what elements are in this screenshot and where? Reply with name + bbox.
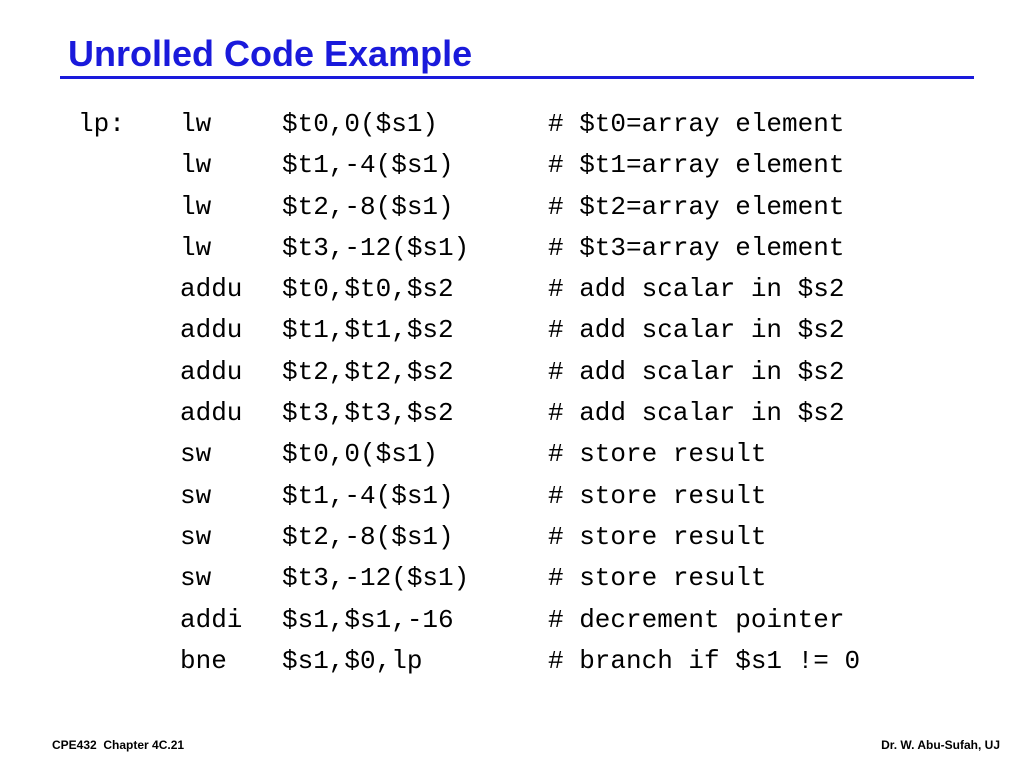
code-label [78, 145, 180, 186]
code-line: lw $t2,-8($s1) # $t2=array element [78, 187, 860, 228]
code-opcode: lw [180, 232, 212, 263]
code-operands: $t3,$t3,$s2 [282, 398, 454, 429]
code-operands: $t0,$t0,$s2 [282, 274, 454, 305]
code-opcode: addu [180, 274, 243, 305]
code-line: lw $t1,-4($s1) # $t1=array element [78, 145, 860, 186]
code-line: addu $t2,$t2,$s2 # add scalar in $s2 [78, 352, 860, 393]
code-opcode: lw [180, 109, 212, 139]
code-label [78, 517, 180, 558]
code-line: addu $t1,$t1,$s2 # add scalar in $s2 [78, 310, 860, 351]
slide-title: Unrolled Code Example [68, 33, 473, 74]
code-label [78, 269, 180, 310]
code-operands: $t0,0($s1) [282, 109, 439, 139]
code-operands: $s1,$s1,-16 [282, 604, 454, 635]
code-opcode: addi [180, 604, 243, 635]
code-label [78, 228, 180, 269]
code-line: sw $t1,-4($s1) # store result [78, 476, 860, 517]
code-comment: # branch if $s1 != 0 [548, 645, 861, 676]
code-operands: $s1,$0,lp [282, 645, 423, 676]
code-comment: # store result [548, 521, 767, 552]
title-bar: Unrolled Code Example [60, 30, 974, 79]
code-line: sw $t3,-12($s1) # store result [78, 558, 860, 599]
code-label: lp: [78, 109, 125, 139]
code-line: sw $t0,0($s1) # store result [78, 434, 860, 475]
code-comment: # add scalar in $s2 [548, 274, 845, 305]
code-operands: $t0,0($s1) [282, 439, 439, 470]
code-label [78, 641, 180, 682]
code-line: addu $t3,$t3,$s2 # add scalar in $s2 [78, 393, 860, 434]
code-opcode: addu [180, 398, 243, 429]
code-label [78, 310, 180, 351]
code-comment: # $t2=array element [548, 191, 845, 222]
code-operands: $t2,-8($s1) [282, 191, 454, 222]
code-operands: $t2,$t2,$s2 [282, 356, 454, 387]
code-label [78, 476, 180, 517]
code-opcode: addu [180, 356, 243, 387]
code-opcode: sw [180, 521, 212, 552]
code-comment: # store result [548, 439, 767, 470]
code-opcode: sw [180, 480, 212, 511]
code-opcode: lw [180, 191, 212, 222]
code-line: lp: lw $t0,0($s1) # $t0=array element [78, 104, 860, 145]
code-line: addu $t0,$t0,$s2 # add scalar in $s2 [78, 269, 860, 310]
code-operands: $t1,-4($s1) [282, 480, 454, 511]
code-operands: $t1,-4($s1) [282, 150, 454, 181]
code-comment: # add scalar in $s2 [548, 315, 845, 346]
code-opcode: sw [180, 563, 212, 594]
code-operands: $t3,-12($s1) [282, 232, 470, 263]
code-comment: # $t1=array element [548, 150, 845, 181]
code-comment: # $t0=array element [548, 109, 845, 139]
code-comment: # $t3=array element [548, 232, 845, 263]
code-label [78, 558, 180, 599]
code-comment: # store result [548, 563, 767, 594]
code-line: bne $s1,$0,lp # branch if $s1 != 0 [78, 641, 860, 682]
code-opcode: bne [180, 645, 227, 676]
code-comment: # add scalar in $s2 [548, 398, 845, 429]
code-block: lp: lw $t0,0($s1) # $t0=array element lw $t1,… [78, 104, 860, 682]
code-label [78, 393, 180, 434]
code-comment: # store result [548, 480, 767, 511]
code-opcode: lw [180, 150, 212, 181]
footer-author: Dr. W. Abu-Sufah, UJ [881, 738, 1000, 752]
code-label [78, 434, 180, 475]
code-line: lw $t3,-12($s1) # $t3=array element [78, 228, 860, 269]
code-label [78, 352, 180, 393]
footer-course-chapter: CPE432 Chapter 4C.21 [52, 738, 185, 752]
code-operands: $t3,-12($s1) [282, 563, 470, 594]
code-operands: $t1,$t1,$s2 [282, 315, 454, 346]
code-label [78, 600, 180, 641]
code-comment: # add scalar in $s2 [548, 356, 845, 387]
code-opcode: addu [180, 315, 243, 346]
code-comment: # decrement pointer [548, 604, 845, 635]
code-line: sw $t2,-8($s1) # store result [78, 517, 860, 558]
code-line: addi $s1,$s1,-16 # decrement pointer [78, 600, 860, 641]
code-label [78, 187, 180, 228]
code-opcode: sw [180, 439, 212, 470]
code-operands: $t2,-8($s1) [282, 521, 454, 552]
